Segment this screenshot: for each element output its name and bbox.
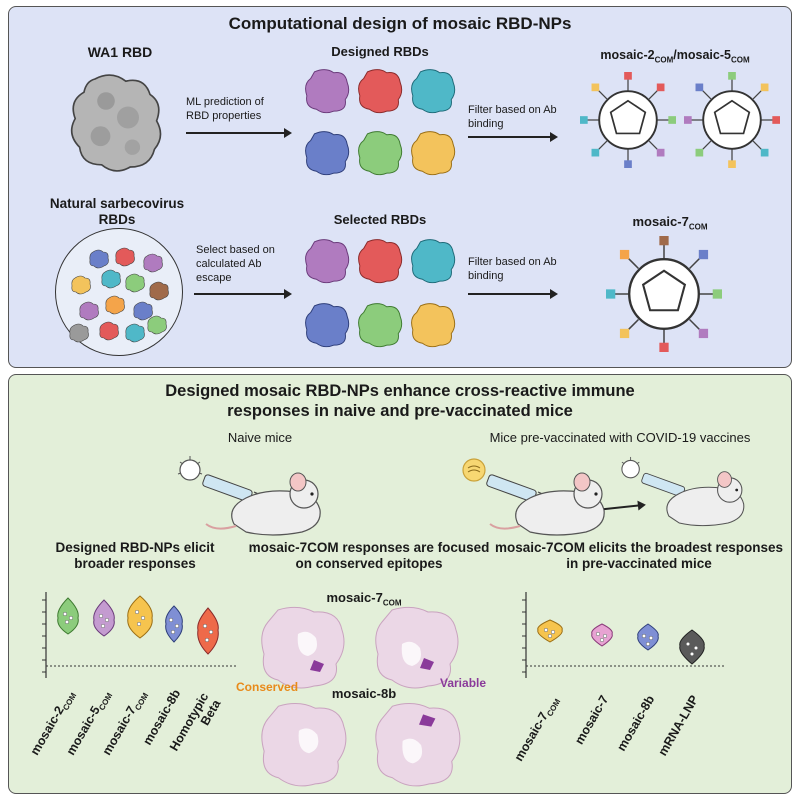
selected-rbds-label: Selected RBDs bbox=[333, 212, 427, 227]
ml-arrow bbox=[186, 128, 292, 138]
natural-rbds-label: Natural sarbecovirus RBDs bbox=[49, 196, 185, 228]
selected-rbd-yellow bbox=[409, 300, 457, 350]
selected-rbd-green bbox=[356, 300, 404, 350]
naive-mouse-illustration bbox=[176, 448, 336, 540]
filter-arrow-1 bbox=[468, 132, 558, 142]
struct-label-mosaic8b: mosaic-8b bbox=[331, 686, 397, 701]
nanoparticle-mosaic-7 bbox=[606, 236, 722, 352]
designed-rbd-purple bbox=[303, 66, 351, 116]
top-title: Computational design of mosaic RBD-NPs bbox=[228, 14, 572, 33]
structure-mosaic8b-right bbox=[372, 700, 464, 788]
designed-rbds-label: Designed RBDs bbox=[331, 44, 429, 59]
naive-mice-label: Naive mice bbox=[227, 430, 293, 445]
selected-rbd-red bbox=[356, 236, 404, 286]
wa1-label: WA1 RBD bbox=[87, 44, 153, 60]
structure-mosaic8b-left bbox=[258, 700, 350, 788]
structure-mosaic7-left bbox=[258, 604, 348, 690]
designed-rbd-teal bbox=[409, 66, 457, 116]
struct-label-mosaic7: mosaic-7COM bbox=[326, 590, 402, 608]
prevax-mice-label: Mice pre-vaccinated with COVID-19 vaccin… bbox=[489, 430, 751, 445]
prevax-mouse-1 bbox=[460, 448, 620, 540]
variable-label: Variable bbox=[440, 676, 487, 690]
right-heading: mosaic-7COM elicits the broadest respons… bbox=[494, 540, 784, 572]
nanoparticle-mosaic-5 bbox=[684, 72, 780, 168]
bottom-title: Designed mosaic RBD-NPs enhance cross-re… bbox=[165, 382, 635, 420]
conserved-label: Conserved bbox=[236, 680, 299, 694]
selected-rbd-teal bbox=[409, 236, 457, 286]
filter-text-1: Filter based on Ab binding bbox=[468, 104, 557, 130]
right-violin-plot bbox=[520, 590, 730, 680]
designed-rbd-red bbox=[356, 66, 404, 116]
mosaic-7-label: mosaic-7COM bbox=[632, 214, 708, 232]
selected-rbd-blue bbox=[303, 300, 351, 350]
filter-text-2: Filter based on Ab binding bbox=[468, 256, 557, 282]
select-text: Select based on calculated Ab escape bbox=[196, 244, 275, 284]
mosaic-2-5-label: mosaic-2COM/mosaic-5COM bbox=[600, 48, 750, 65]
natural-rbds-cluster bbox=[65, 238, 173, 346]
designed-rbd-blue bbox=[303, 128, 351, 178]
selected-rbd-purple bbox=[303, 236, 351, 286]
ml-prediction-text: ML prediction of RBD properties bbox=[186, 96, 264, 122]
left-heading: Designed RBD-NPs elicit broader response… bbox=[55, 540, 215, 572]
nanoparticle-mosaic-2 bbox=[580, 72, 676, 168]
wa1-rbd-structure bbox=[62, 68, 172, 178]
left-violin-plot bbox=[40, 590, 240, 680]
prevax-mouse-2 bbox=[618, 450, 758, 530]
structure-mosaic7-right bbox=[372, 604, 462, 690]
filter-arrow-2 bbox=[468, 289, 558, 299]
designed-rbd-green bbox=[356, 128, 404, 178]
designed-rbd-yellow bbox=[409, 128, 457, 178]
select-arrow bbox=[194, 289, 292, 299]
mid-heading: mosaic-7COM responses are focused on con… bbox=[248, 540, 490, 572]
